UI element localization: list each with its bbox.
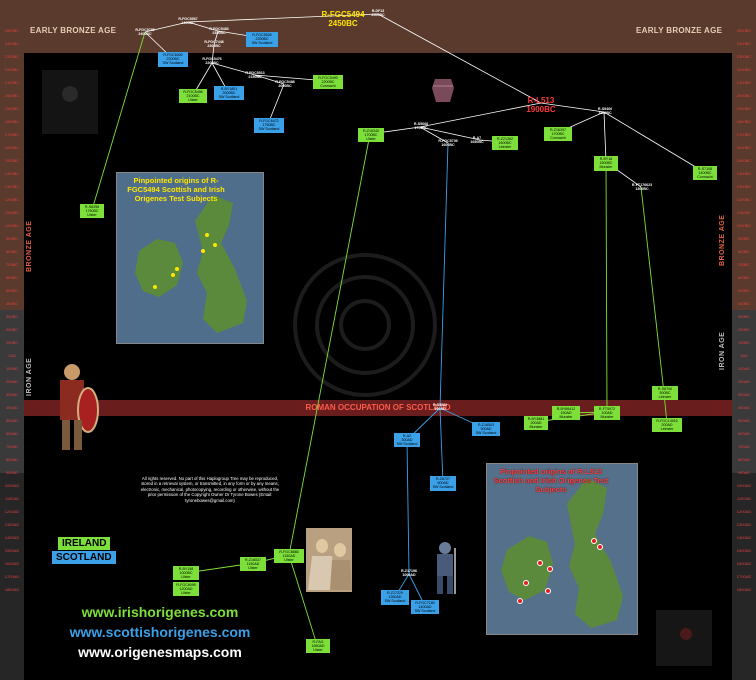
tree-node: R-S5982100AD xyxy=(426,402,454,412)
tree-node: R-FAG1650ADUlster xyxy=(306,639,330,653)
origin-pin-icon xyxy=(523,580,529,586)
map-l513-origins: Pinpointed origins of R-L513 Scottish an… xyxy=(486,463,638,635)
dark-figure-icon xyxy=(656,610,712,666)
tree-node: R-FGC74482300BC xyxy=(199,39,229,49)
beaker-pot-icon xyxy=(430,76,456,104)
origin-pin-icon xyxy=(597,544,603,550)
monks-icon xyxy=(306,528,352,592)
origin-dot xyxy=(171,273,175,277)
tree-node: R-BY1581000BCUlster xyxy=(173,566,199,580)
url-scottishorigenes[interactable]: www.scottishorigenes.com xyxy=(30,624,290,640)
legend-scotland: SCOTLAND xyxy=(52,551,116,564)
url-origenesmaps[interactable]: www.origenesmaps.com xyxy=(30,644,290,660)
origin-pin-icon xyxy=(517,598,523,604)
tree-node: R-FGC54832350BC xyxy=(204,26,234,36)
knight-figure-icon xyxy=(428,540,462,596)
node-l513: R-L513 1900BC xyxy=(513,96,569,114)
tree-node: R-S63961750BCUlster xyxy=(80,204,104,218)
tree-node: R-FGC57391600BC xyxy=(433,138,463,148)
dark-figure-icon xyxy=(42,70,98,134)
tree-node: R-FGC54992200BCConnacht xyxy=(313,75,343,89)
tree-node: R-BY18012000BCSW Scotland xyxy=(214,86,244,100)
origin-dot xyxy=(201,249,205,253)
origin-pin-icon xyxy=(545,588,551,594)
origin-pin-icon xyxy=(547,566,553,572)
map2-title: Pinpointed origins of R-L513 Scottish an… xyxy=(491,467,611,494)
tree-node: R-S54661800BC xyxy=(592,106,618,116)
tree-node: R-BY3881200ADMunster xyxy=(524,416,548,430)
map-fgc5494-origins: Pinpointed origins of R-FGC5494 Scottish… xyxy=(116,172,264,344)
url-irishorigenes[interactable]: www.irishorigenes.com xyxy=(30,604,290,620)
origin-dot xyxy=(175,267,179,271)
tree-node: R-FGC54882000BC xyxy=(270,79,300,89)
origin-dot xyxy=(213,243,217,247)
edges-blue xyxy=(395,143,486,606)
map1-title: Pinpointed origins of R-FGC5494 Scottish… xyxy=(121,176,231,203)
tree-node: R-A2300ADSW Scotland xyxy=(394,433,420,447)
legend-ireland: IRELAND xyxy=(58,537,110,550)
tree-node: R-FGC55132150BC xyxy=(240,70,270,80)
origin-dot xyxy=(205,233,209,237)
warrior-figure-icon xyxy=(44,358,104,458)
tree-node: R-FGC57852400BC xyxy=(129,27,161,37)
tree-node: R-FGC88661150ADUlster xyxy=(274,549,304,563)
tree-node: R-FGC54962100BCUlster xyxy=(179,89,207,103)
tree-node: R-FT1766231300BC xyxy=(626,182,658,192)
origin-dot xyxy=(153,285,157,289)
origin-pin-icon xyxy=(591,538,597,544)
copyright-notice: All rights reserved. No part of this Hap… xyxy=(140,476,280,503)
tree-node: R-FGC55672400BC xyxy=(173,16,203,26)
origin-pin-icon xyxy=(537,560,543,566)
tree-node: R-Z171961000AD xyxy=(396,568,422,578)
